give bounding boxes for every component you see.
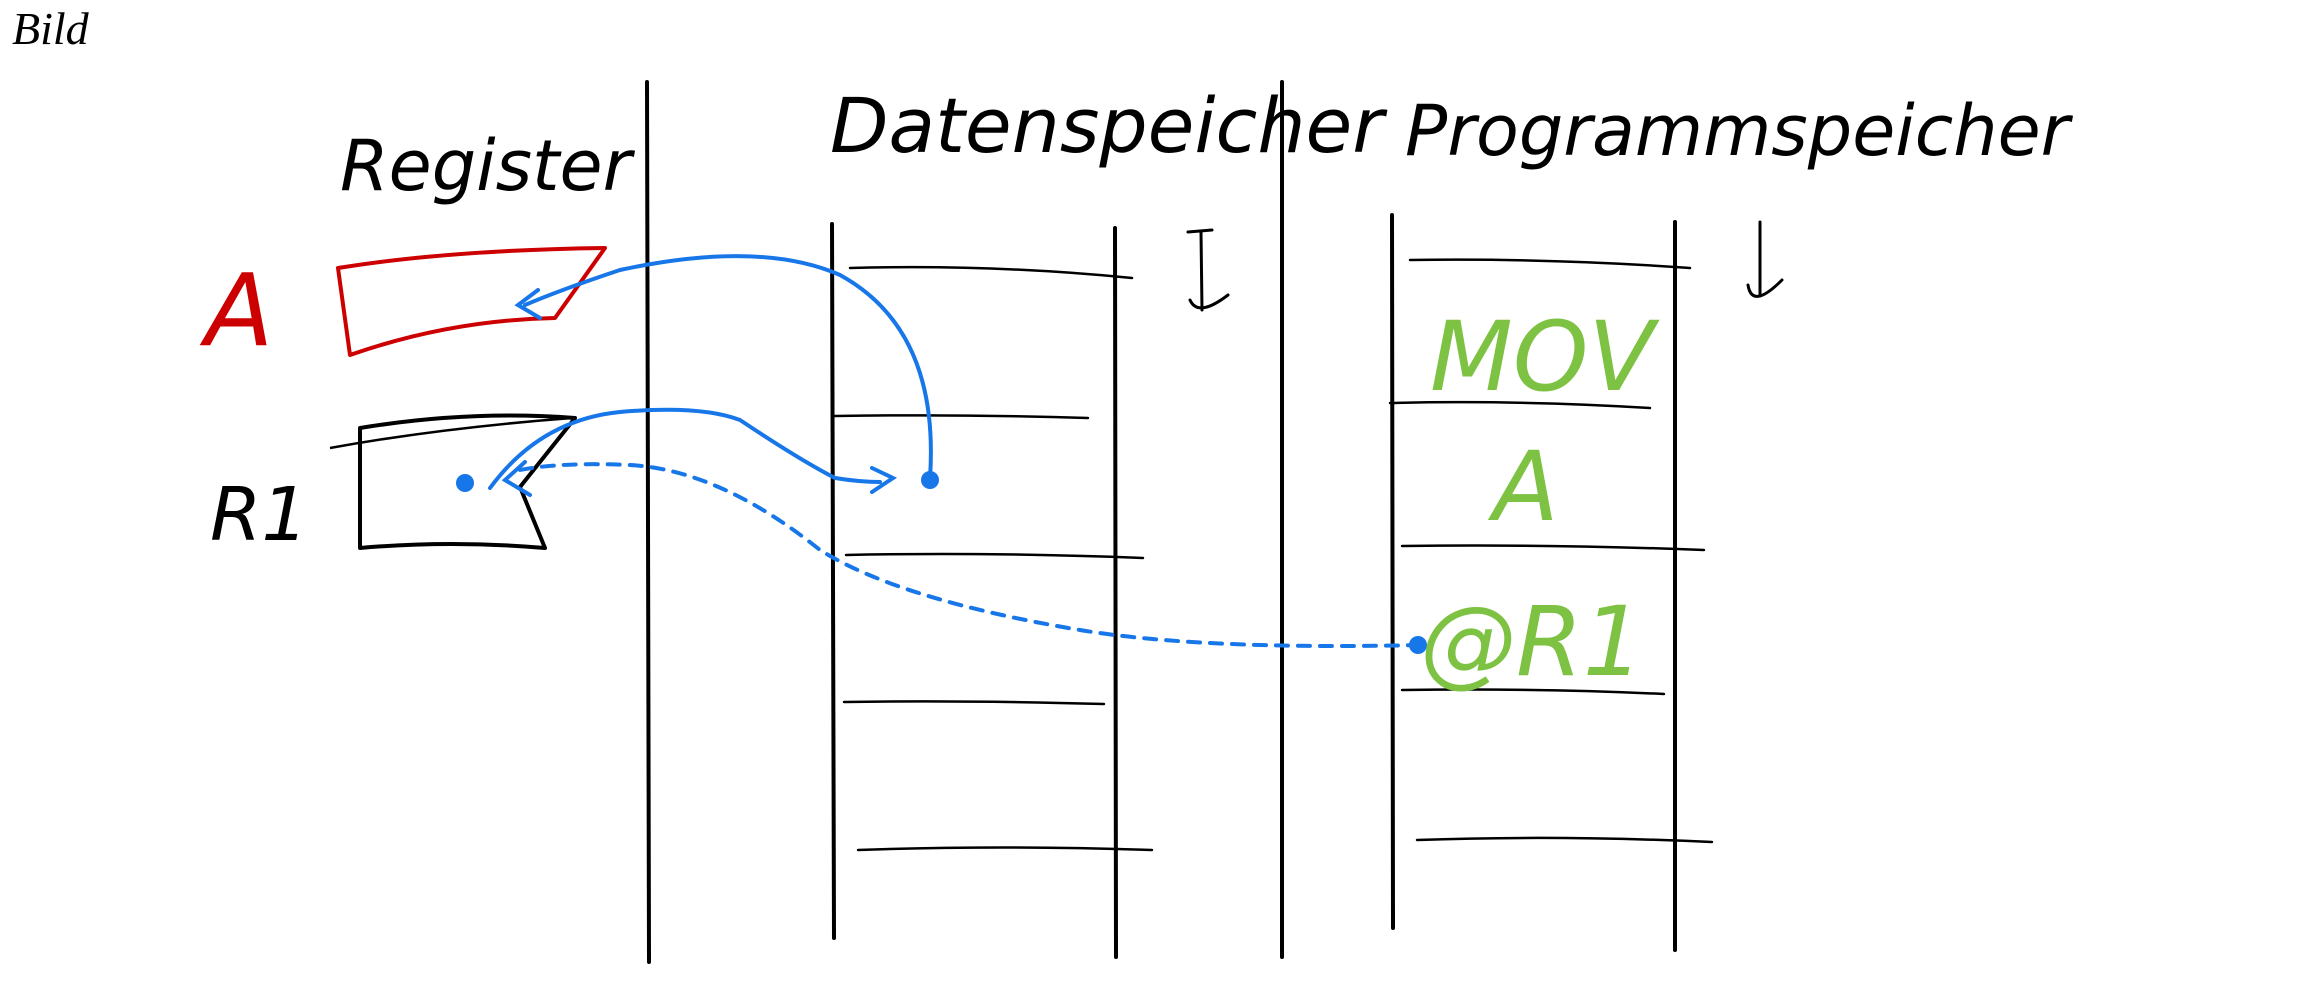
program-cell-0: MOV — [1430, 301, 1660, 413]
register-label-a: A — [199, 252, 273, 369]
separator-line — [645, 80, 651, 964]
program-cell-2: @R1 — [1420, 586, 1644, 698]
pointer-arrow-head — [870, 466, 898, 494]
page-label: Bild — [12, 3, 89, 54]
down-arrow-icon — [1186, 228, 1230, 312]
pointer-dot — [456, 474, 474, 492]
data-memory-stack — [830, 222, 1154, 959]
program-memory-stack — [1388, 213, 1714, 952]
register-label-r1: R1 — [210, 472, 309, 558]
register-box-r1-line — [329, 416, 573, 450]
pointer-arrow-head — [514, 288, 542, 320]
pointer-arrow-head — [501, 460, 532, 497]
pointer-dot — [1409, 636, 1427, 654]
pointer-arrow-r1-to-data — [488, 407, 882, 490]
program-memory-heading: Programmspeicher — [1405, 90, 2074, 172]
pointer-arrow-data-to-a — [523, 254, 933, 480]
registers-heading: Register — [340, 125, 636, 207]
data-memory-heading: Datenspeicher — [830, 81, 1388, 170]
register-box-a — [336, 246, 607, 357]
down-arrow-icon — [1746, 220, 1784, 298]
pointer-dot — [921, 471, 939, 489]
program-cell-1: A — [1487, 431, 1559, 543]
